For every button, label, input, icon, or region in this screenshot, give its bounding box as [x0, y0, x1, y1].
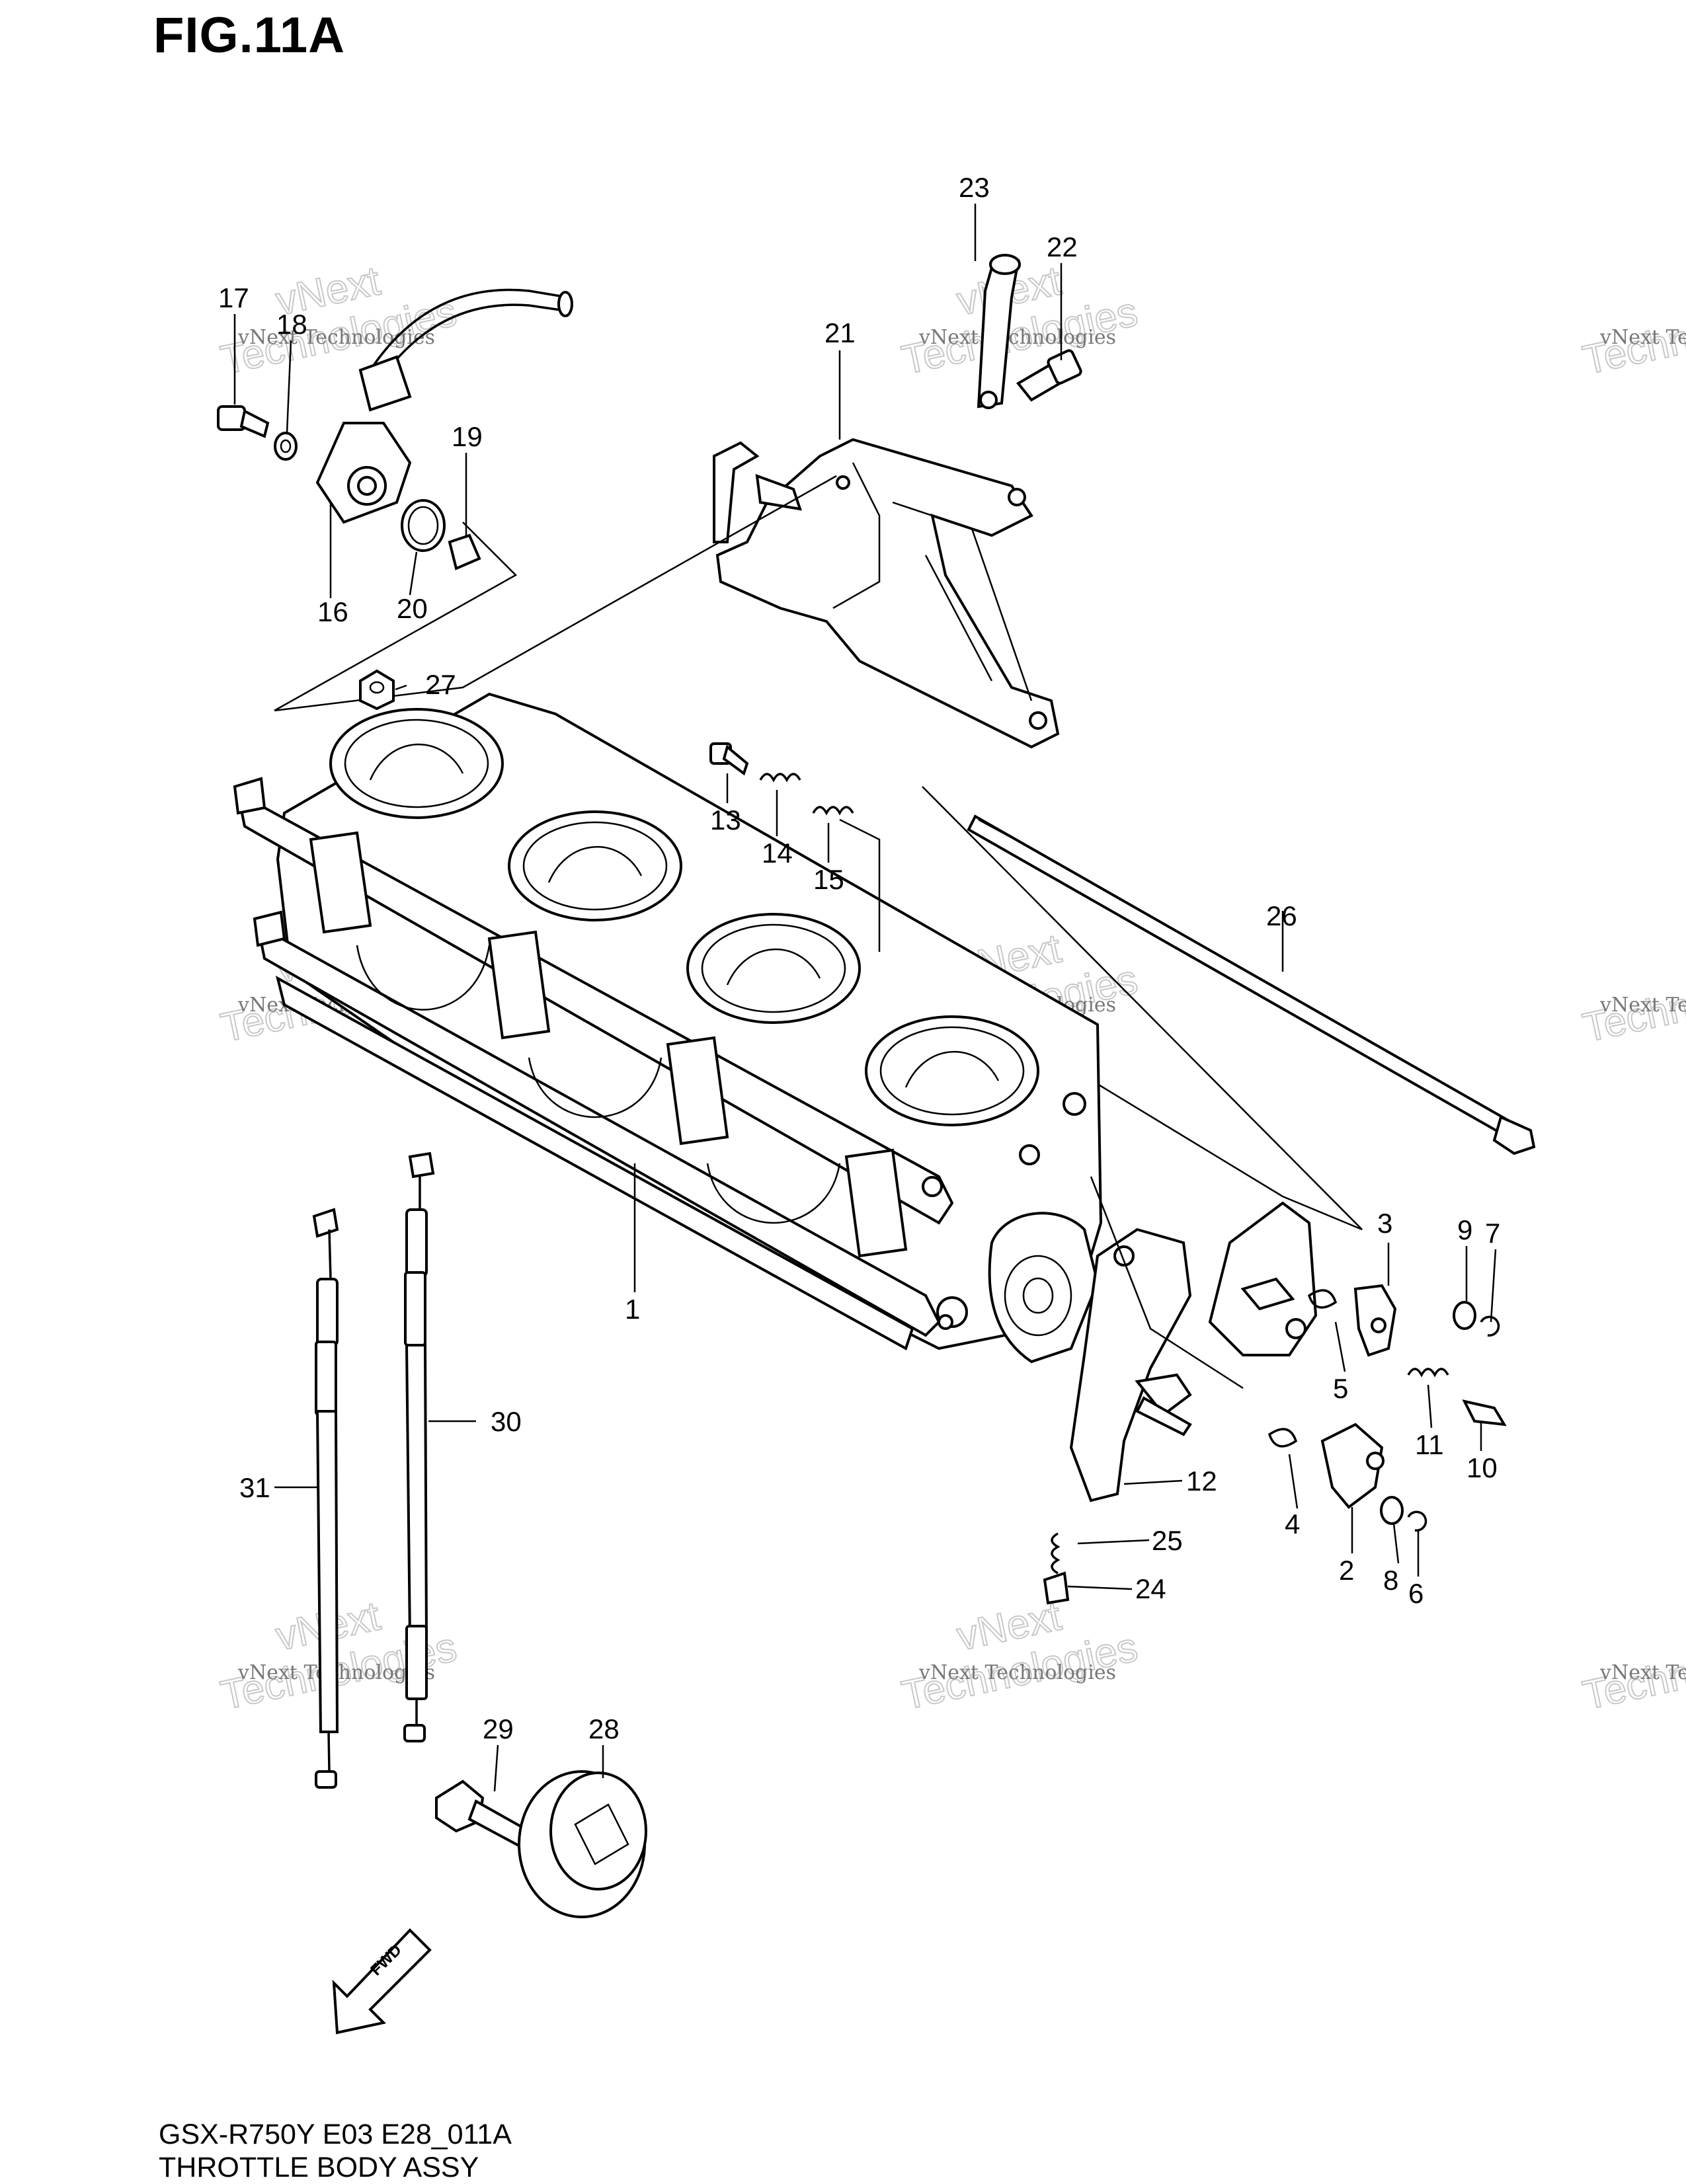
callout-24: 24	[1135, 1573, 1166, 1604]
watermark-text: vNext Technologies	[918, 326, 1116, 349]
callout-16: 16	[317, 596, 348, 627]
callout-9: 9	[1457, 1214, 1472, 1245]
rod-26	[967, 814, 1536, 1155]
figure-code: GSX-R750Y E03 E28_011A	[159, 2119, 512, 2150]
screw-10	[1462, 1399, 1507, 1426]
watermark-text: vNext Technologies	[1599, 1661, 1686, 1684]
callout-5: 5	[1333, 1373, 1348, 1404]
spring-4	[1267, 1428, 1298, 1448]
leader-line-group	[274, 475, 837, 712]
leader-line-15	[839, 818, 881, 952]
callout-8: 8	[1383, 1565, 1398, 1596]
leader-line-group	[922, 786, 1363, 1231]
nut-27	[359, 669, 395, 711]
washer-18	[274, 432, 298, 461]
watermark-text: vNext Technologies	[1599, 994, 1686, 1017]
cable-31	[312, 1208, 339, 1789]
spring-15	[812, 806, 854, 816]
callout-22: 22	[1047, 231, 1078, 262]
callout-15: 15	[813, 864, 844, 895]
throttle-position-sensor	[315, 288, 573, 524]
watermark: Technologies vNext vNext Technologies	[216, 257, 461, 384]
clip-6	[1407, 1510, 1427, 1532]
callout-30: 30	[491, 1406, 522, 1437]
callout-19: 19	[452, 421, 483, 452]
leader-line-group	[1090, 1176, 1244, 1389]
callout-7: 7	[1485, 1218, 1500, 1249]
screw-24	[1043, 1571, 1070, 1605]
callout-27: 27	[425, 669, 456, 700]
screw-17	[217, 405, 270, 438]
lever-3	[1353, 1284, 1397, 1357]
bolt-22	[1016, 349, 1082, 402]
throttle-body-assy	[233, 692, 1103, 1364]
callout-14: 14	[762, 838, 793, 869]
callout-25: 25	[1152, 1525, 1183, 1556]
bolt-29	[435, 1779, 531, 1850]
spring-5	[1307, 1289, 1338, 1309]
washer-9	[1453, 1301, 1476, 1330]
figure-title: FIG.11A	[153, 7, 345, 63]
spring-14	[759, 773, 801, 783]
stay-23	[977, 254, 1021, 409]
figure-name: THROTTLE BODY ASSY	[159, 2152, 479, 2183]
callout-20: 20	[397, 593, 428, 624]
watermark: Technologies vNext Technologies	[1578, 288, 1686, 384]
callout-6: 6	[1408, 1578, 1424, 1609]
o-ring-20	[401, 499, 446, 552]
callout-11: 11	[1415, 1429, 1444, 1460]
watermark: Technologies vNext Technologies	[1578, 956, 1686, 1052]
callout-17: 17	[218, 282, 249, 313]
callout-31: 31	[239, 1472, 270, 1503]
callout-18: 18	[276, 309, 307, 340]
watermark-text: vNext Technologies	[237, 326, 435, 349]
callout-12: 12	[1186, 1465, 1217, 1497]
leader-line-group	[274, 522, 518, 712]
callout-2: 2	[1339, 1555, 1354, 1586]
watermark: Technologies vNext Technologies	[1578, 1623, 1686, 1719]
callout-1: 1	[625, 1294, 640, 1325]
screw-13	[709, 742, 749, 776]
callout-29: 29	[483, 1713, 514, 1744]
callout-10: 10	[1466, 1452, 1498, 1483]
washer-8	[1380, 1496, 1404, 1525]
callout-28: 28	[588, 1713, 620, 1744]
watermark-text: vNext Technologies	[918, 1661, 1116, 1684]
clip-19	[448, 533, 481, 570]
spring-11	[1407, 1368, 1449, 1378]
callout-23: 23	[959, 172, 990, 203]
spring-25	[1051, 1532, 1061, 1575]
callout-3: 3	[1377, 1208, 1392, 1239]
callout-4: 4	[1285, 1508, 1300, 1540]
watermark: Technologies vNext vNext Technologies	[897, 1592, 1142, 1719]
callout-26: 26	[1266, 900, 1297, 931]
callout-labels: 1 2 3 4 5 6 7 8 9 10 11 12 13 14 15 16 1…	[218, 172, 1500, 1744]
callout-21: 21	[824, 317, 856, 348]
drum-plate	[1208, 1201, 1318, 1356]
cable-30	[403, 1151, 435, 1742]
bracket-21	[713, 438, 1060, 749]
callout-leaders	[233, 204, 1497, 1792]
lever-2	[1320, 1423, 1385, 1509]
cap-28	[518, 1770, 647, 1918]
fwd-arrow-icon: FWD	[332, 1928, 432, 2035]
watermark-text: vNext Technologies	[1599, 326, 1686, 349]
clip-7	[1480, 1315, 1500, 1337]
callout-13: 13	[710, 804, 741, 836]
